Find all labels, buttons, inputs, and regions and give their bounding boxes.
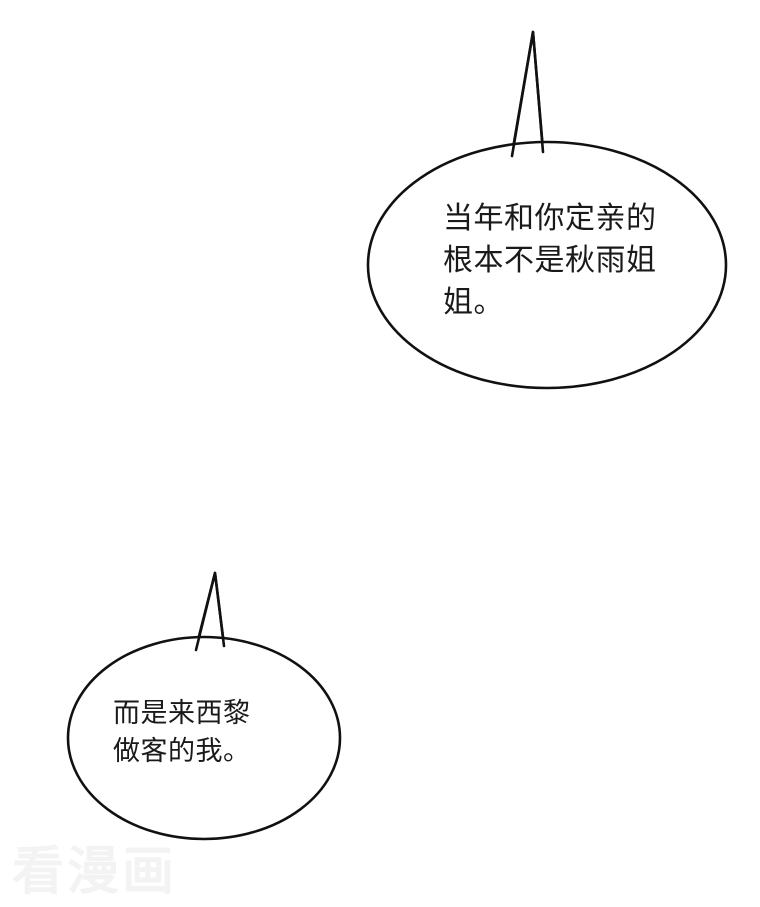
speech-bubble-1 — [366, 30, 728, 390]
speech-bubble-2-tail-join-mask — [195, 643, 226, 664]
speech-bubble-2-body — [66, 635, 342, 841]
speech-bubble-1-tail-join-mask — [512, 149, 543, 170]
speech-bubble-2-text: 而是来西黎 做客的我。 — [113, 698, 251, 766]
speech-bubble-1-tail-outline — [510, 30, 545, 158]
speech-bubble-2-tail-outline — [194, 571, 226, 652]
speech-bubble-1-body — [366, 140, 728, 390]
speech-bubble-1-text: 当年和你定亲的 根本不是秋雨姐 姐。 — [443, 202, 657, 319]
speech-bubble-2 — [66, 571, 342, 841]
watermark-text: 看漫画 — [12, 843, 178, 901]
